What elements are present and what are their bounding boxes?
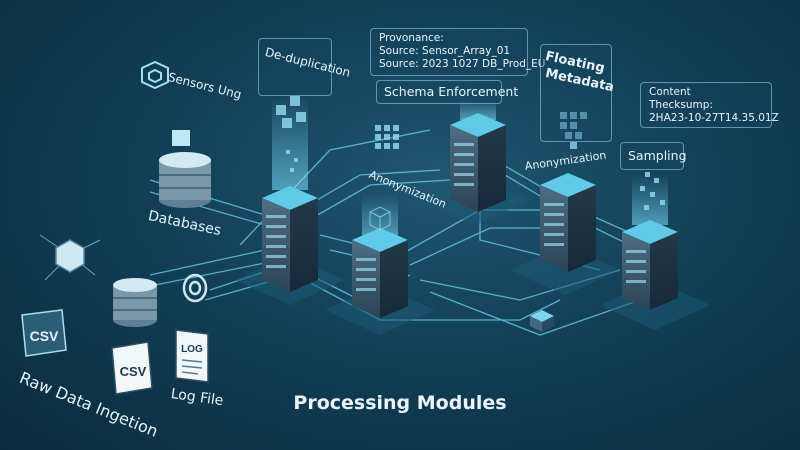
dedup-cubes <box>276 96 306 172</box>
server-anonymization-2 <box>540 173 596 272</box>
csv-label-1: CSV <box>30 328 59 344</box>
sampling-label: Sampling <box>628 148 687 163</box>
server-schema <box>450 100 506 212</box>
schema-label: Schema Enforcement <box>384 84 519 99</box>
csv-file-icon-2: CSV <box>111 341 153 395</box>
provenance-title: Provonance: <box>379 32 444 44</box>
csv-file-icon-1: CSV <box>21 309 67 357</box>
checksum-line-1: Content <box>649 86 691 98</box>
log-label: LOG <box>181 344 203 355</box>
anonymization-wireframe-cube <box>368 206 392 231</box>
sampling-dots <box>640 172 665 210</box>
floating-metadata-callout: Floating Metadata <box>540 44 615 142</box>
provenance-callout: Provonance: Source: Sensor_Array_01 Sour… <box>370 28 546 76</box>
schema-grid-icon <box>375 125 399 149</box>
diagram-title: Processing Modules <box>293 392 507 414</box>
hex-sensor-icon <box>39 234 101 281</box>
server-sampling <box>622 175 678 310</box>
server-anonymization-1 <box>352 195 408 318</box>
sampling-callout: Sampling <box>620 142 687 170</box>
dedup-callout: De-duplication <box>258 38 352 96</box>
database-icon <box>159 130 211 208</box>
sensor-icon <box>141 60 169 90</box>
metadata-grid-icon <box>560 112 587 149</box>
provenance-line-2: Source: 2023 1027 DB_Prod_EU <box>379 58 546 70</box>
provenance-line-1: Source: Sensor_Array_01 <box>379 45 511 57</box>
checksum-line-2: Thecksump: <box>649 99 713 111</box>
small-node-cube <box>530 310 554 332</box>
checksum-callout: Content Thecksump: 2HA23-10-27T14.35.01Z <box>640 82 779 128</box>
schema-callout: Schema Enforcement <box>376 80 519 104</box>
log-file-icon: LOG <box>175 329 209 383</box>
csv-label-2: CSV <box>120 364 147 379</box>
checksum-line-3: 2HA23-10-27T14.35.01Z <box>649 112 779 124</box>
raw-database-icon <box>113 278 157 327</box>
stream-ring-icon <box>182 273 208 303</box>
dedup-label: De-duplication <box>263 45 352 80</box>
